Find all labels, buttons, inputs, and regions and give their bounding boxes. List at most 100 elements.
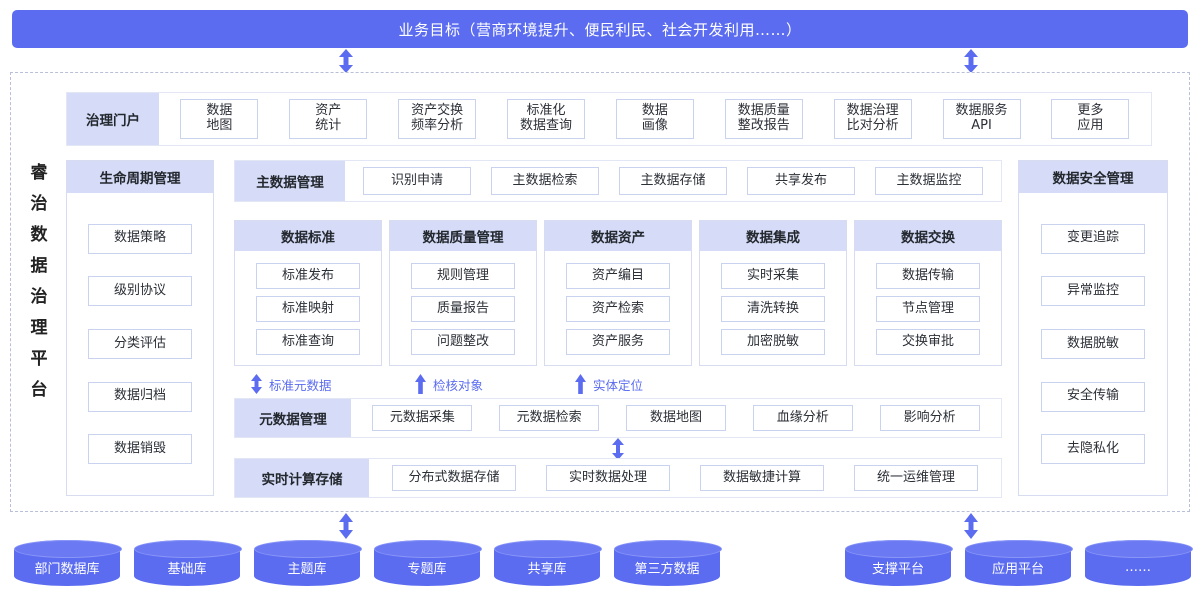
flow-label-text: 标准元数据 — [269, 377, 332, 393]
portal-item[interactable]: 更多 应用 — [1051, 99, 1130, 139]
column-items: 数据传输 节点管理 交换审批 — [855, 251, 1001, 367]
platform-title-char: 据 — [30, 256, 48, 276]
data-source-group-right: 支撑平台 应用平台 …… — [845, 540, 1193, 592]
platform-title-char: 平 — [30, 349, 48, 369]
portal-row-label: 治理门户 — [67, 93, 159, 145]
governance-portal-row: 治理门户 数据 地图 资产 统计 资产交换 频率分析 标准化 数据查询 数据 画… — [66, 92, 1152, 146]
portal-item[interactable]: 标准化 数据查询 — [507, 99, 586, 139]
column-item[interactable]: 规则管理 — [411, 263, 515, 289]
portal-item[interactable]: 数据治理 比对分析 — [833, 99, 912, 139]
cylinder-label: 应用平台 — [991, 561, 1044, 577]
realtime-item[interactable]: 分布式数据存储 — [392, 465, 516, 491]
arrow-up-down-icon — [251, 374, 262, 394]
security-item[interactable]: 异常监控 — [1041, 276, 1145, 307]
flow-label-text: 实体定位 — [593, 377, 644, 393]
security-item[interactable]: 数据脱敏 — [1041, 328, 1145, 359]
platform-title-char: 睿 — [30, 163, 48, 183]
realtime-item[interactable]: 实时数据处理 — [546, 465, 670, 491]
security-item[interactable]: 变更追踪 — [1041, 223, 1145, 254]
platform-title-char: 治 — [30, 194, 48, 214]
column-item[interactable]: 数据传输 — [876, 263, 980, 289]
master-data-item[interactable]: 识别申请 — [363, 167, 471, 195]
connector-sources-left — [339, 513, 353, 539]
column-item[interactable]: 实时采集 — [721, 263, 825, 289]
lifecycle-item[interactable]: 数据销毁 — [88, 434, 192, 465]
platform-cylinder[interactable]: 应用平台 — [965, 540, 1073, 586]
realtime-label: 实时计算存储 — [235, 459, 369, 497]
portal-item[interactable]: 数据质量 整改报告 — [724, 99, 803, 139]
metadata-item[interactable]: 元数据采集 — [372, 405, 473, 431]
security-title: 数据安全管理 — [1019, 161, 1167, 193]
column-item[interactable]: 标准查询 — [256, 329, 360, 355]
cylinder-label: 部门数据库 — [34, 561, 100, 577]
cylinder-label: 共享库 — [527, 561, 567, 577]
metadata-item[interactable]: 影响分析 — [879, 405, 980, 431]
lifecycle-item[interactable]: 数据归档 — [88, 381, 192, 412]
flow-label-text: 检核对象 — [433, 377, 484, 393]
data-source-group-left: 部门数据库 基础库 主题库 专题库 共享库 第三方数据 — [14, 540, 722, 592]
cylinder-label: 专题库 — [407, 561, 447, 577]
capability-column-data-standard: 数据标准 标准发布 标准映射 标准查询 — [234, 220, 382, 366]
security-panel: 数据安全管理 变更追踪 异常监控 数据脱敏 安全传输 去隐私化 — [1018, 160, 1168, 496]
portal-item[interactable]: 资产 统计 — [289, 99, 368, 139]
flow-label-check-object: 检核对象 — [414, 374, 483, 394]
metadata-item[interactable]: 元数据检索 — [499, 405, 600, 431]
data-source-cylinder[interactable]: 共享库 — [494, 540, 602, 586]
master-data-item[interactable]: 共享发布 — [747, 167, 855, 195]
column-item[interactable]: 资产检索 — [566, 296, 670, 322]
portal-item[interactable]: 资产交换 频率分析 — [398, 99, 477, 139]
cylinder-label: 主题库 — [287, 561, 327, 577]
column-item[interactable]: 问题整改 — [411, 329, 515, 355]
data-source-cylinder[interactable]: 部门数据库 — [14, 540, 122, 586]
security-item[interactable]: 去隐私化 — [1041, 434, 1145, 465]
data-source-cylinder[interactable]: 第三方数据 — [614, 540, 722, 586]
flow-label-standard-metadata: 标准元数据 — [250, 374, 332, 394]
data-source-cylinder[interactable]: 主题库 — [254, 540, 362, 586]
column-items: 规则管理 质量报告 问题整改 — [390, 251, 536, 367]
column-item[interactable]: 加密脱敏 — [721, 329, 825, 355]
column-item[interactable]: 标准发布 — [256, 263, 360, 289]
metadata-label: 元数据管理 — [235, 399, 351, 437]
platform-vertical-title: 睿 治 数 据 治 理 平 台 — [22, 165, 56, 413]
cylinder-label: 支撑平台 — [871, 561, 924, 577]
column-item[interactable]: 资产服务 — [566, 329, 670, 355]
column-item[interactable]: 质量报告 — [411, 296, 515, 322]
column-item[interactable]: 资产编目 — [566, 263, 670, 289]
portal-item[interactable]: 数据 地图 — [180, 99, 259, 139]
metadata-item[interactable]: 数据地图 — [625, 405, 726, 431]
master-data-item[interactable]: 主数据存储 — [619, 167, 727, 195]
column-items: 实时采集 清洗转换 加密脱敏 — [700, 251, 846, 367]
master-data-row: 主数据管理 识别申请 主数据检索 主数据存储 共享发布 主数据监控 — [234, 160, 1002, 202]
data-source-cylinder[interactable]: 基础库 — [134, 540, 242, 586]
capability-column-data-exchange: 数据交换 数据传输 节点管理 交换审批 — [854, 220, 1002, 366]
lifecycle-item[interactable]: 分类评估 — [88, 328, 192, 359]
column-items: 标准发布 标准映射 标准查询 — [235, 251, 381, 367]
lifecycle-item[interactable]: 级别协议 — [88, 276, 192, 307]
portal-item[interactable]: 数据服务 API — [942, 99, 1021, 139]
cylinder-label: 基础库 — [167, 561, 207, 577]
platform-title-char: 台 — [30, 380, 48, 400]
data-source-cylinder[interactable]: 专题库 — [374, 540, 482, 586]
lifecycle-item[interactable]: 数据策略 — [88, 223, 192, 254]
master-data-items: 识别申请 主数据检索 主数据存储 共享发布 主数据监控 — [345, 161, 1001, 201]
connector-metadata-realtime — [612, 438, 624, 460]
column-item[interactable]: 节点管理 — [876, 296, 980, 322]
security-item[interactable]: 安全传输 — [1041, 381, 1145, 412]
column-title: 数据资产 — [545, 221, 691, 251]
column-item[interactable]: 交换审批 — [876, 329, 980, 355]
platform-cylinder[interactable]: 支撑平台 — [845, 540, 953, 586]
master-data-item[interactable]: 主数据检索 — [491, 167, 599, 195]
lifecycle-title: 生命周期管理 — [67, 161, 213, 193]
column-item[interactable]: 标准映射 — [256, 296, 360, 322]
column-item[interactable]: 清洗转换 — [721, 296, 825, 322]
business-goal-title: 业务目标（营商环境提升、便民利民、社会开发利用……） — [398, 20, 802, 39]
realtime-item[interactable]: 数据敏捷计算 — [700, 465, 824, 491]
portal-item[interactable]: 数据 画像 — [615, 99, 694, 139]
security-items: 变更追踪 异常监控 数据脱敏 安全传输 去隐私化 — [1019, 193, 1167, 495]
arrow-up-icon — [575, 374, 586, 394]
metadata-item[interactable]: 血缘分析 — [752, 405, 853, 431]
master-data-item[interactable]: 主数据监控 — [875, 167, 983, 195]
platform-cylinder[interactable]: …… — [1085, 540, 1193, 586]
realtime-item[interactable]: 统一运维管理 — [854, 465, 978, 491]
